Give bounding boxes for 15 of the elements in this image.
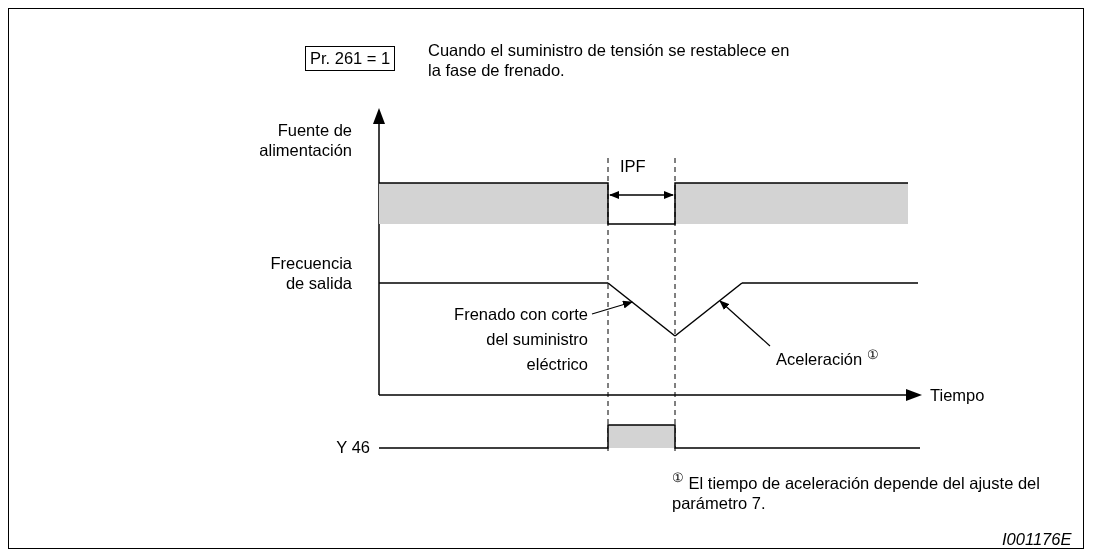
ramp-up-line xyxy=(674,282,743,337)
leader-line xyxy=(719,300,771,347)
axis-label: Tiempo xyxy=(930,385,985,406)
interval-label: IPF xyxy=(620,156,646,177)
figure-id: I001176E xyxy=(1002,529,1072,550)
description-text: Cuando el suministro de tensión se restablece en la fase de frenado. xyxy=(428,40,791,81)
ramp-down-line xyxy=(607,282,676,337)
callout-text: Frenado con corte del suministro eléctrico xyxy=(432,302,588,377)
axis-label: Frecuencia de salida xyxy=(269,253,352,294)
leader-line xyxy=(591,300,633,315)
axis-label: Fuente de alimentación xyxy=(258,120,352,161)
callout-text: Aceleración $^{①}$ xyxy=(776,344,904,372)
parameter-box: Pr. 261 = 1 xyxy=(305,46,396,71)
signal-label: Y 46 xyxy=(335,437,370,458)
footnote-text: $^{①}$ El tiempo de aceleración depende del ajuste del parámetro 7. xyxy=(672,470,1041,513)
